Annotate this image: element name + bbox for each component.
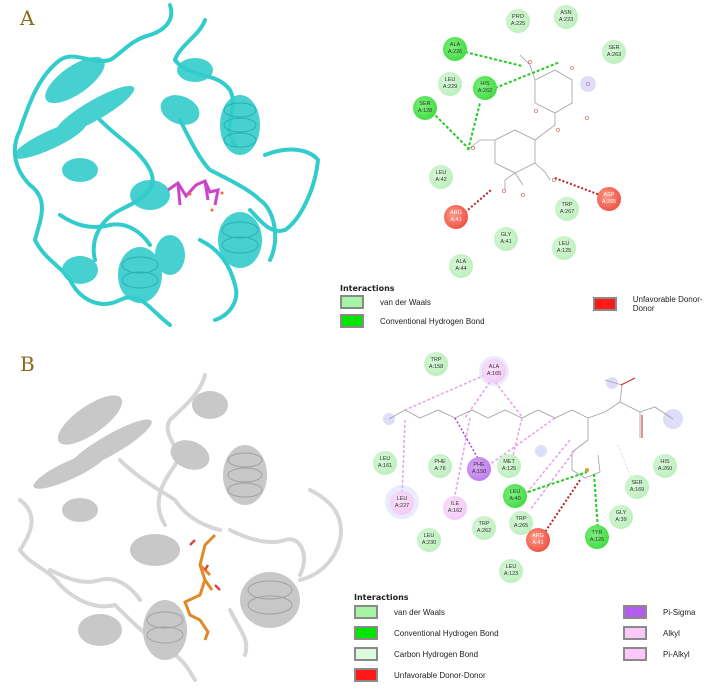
svg-text:O: O: [521, 193, 525, 199]
swatch-alkyl: [623, 626, 647, 640]
legend-b-pi-sigma: Pi-Sigma: [623, 605, 695, 619]
ligand-b: [183, 533, 217, 641]
legend-a-vdw: van der Waals: [340, 295, 431, 309]
svg-text:O: O: [556, 128, 560, 134]
swatch-conv-hbond: [340, 314, 364, 328]
legend-b-title: Interactions: [354, 593, 409, 602]
swatch-vdw: [340, 295, 364, 309]
swatch-vdw: [354, 605, 378, 619]
legend-b-conv-hbond: Conventional Hydrogen Bond: [354, 626, 499, 640]
protein-a-cartoon: [12, 3, 321, 327]
swatch-pi-sigma: [623, 605, 647, 619]
svg-text:O: O: [528, 60, 532, 66]
interaction-diagram-a: O O O O O O O O O O: [431, 51, 601, 216]
interaction-diagram-b: [383, 374, 683, 536]
legend-b-carbon-hbond: Carbon Hydrogen Bond: [354, 647, 478, 661]
legend-a: Interactions van der Waals Conventional …: [337, 284, 723, 334]
svg-text:O: O: [585, 116, 589, 122]
swatch-unfav: [593, 297, 617, 311]
legend-a-conv-hbond: Conventional Hydrogen Bond: [340, 314, 485, 328]
svg-text:O: O: [502, 189, 506, 195]
legend-b: Interactions van der Waals Conventional …: [350, 593, 723, 692]
legend-b-unfav: Unfavorable Donor-Donor: [354, 668, 486, 682]
swatch-conv-hbond: [354, 626, 378, 640]
svg-text:O: O: [552, 178, 556, 184]
swatch-carbon-hbond: [354, 647, 378, 661]
svg-text:O: O: [471, 146, 475, 152]
legend-a-unfav: Unfavorable Donor-Donor: [593, 295, 723, 313]
swatch-pi-alkyl: [623, 647, 647, 661]
panel-b-label: B: [20, 352, 35, 376]
legend-a-title: Interactions: [340, 284, 395, 293]
panel-a-label: A: [20, 6, 35, 30]
swatch-unfav: [354, 668, 378, 682]
legend-b-alkyl: Alkyl: [623, 626, 680, 640]
legend-b-pi-alkyl: Pi-Alkyl: [623, 647, 690, 661]
svg-text:O: O: [534, 109, 538, 115]
svg-text:O: O: [586, 82, 590, 88]
ligand-a: [167, 179, 220, 206]
svg-text:O: O: [570, 66, 574, 72]
protein-b-cartoon: [17, 373, 343, 682]
legend-b-vdw: van der Waals: [354, 605, 445, 619]
